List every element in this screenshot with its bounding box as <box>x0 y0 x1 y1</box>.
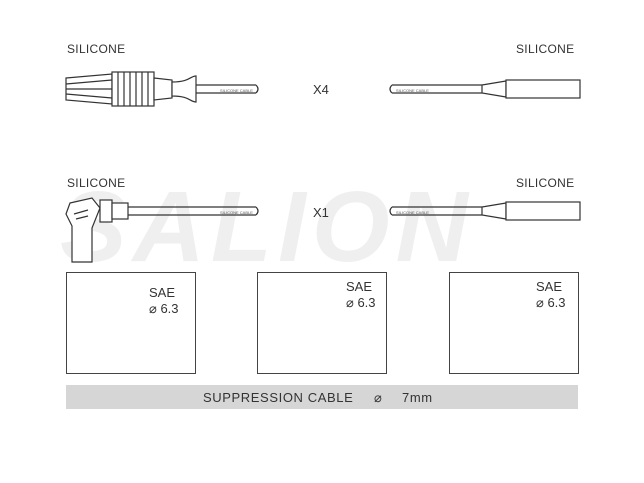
spark-plug-box: SAE ⌀ 6.3 <box>66 272 196 374</box>
coil-connector-icon <box>389 201 581 221</box>
cable-print-2: SILICONE CABLE <box>396 88 429 93</box>
row1-right-label: SILICONE <box>516 42 575 56</box>
straight-coil-connector-icon <box>389 79 581 99</box>
box1-size: ⌀ 6.3 <box>149 301 179 316</box>
row2-right-label: SILICONE <box>516 176 575 190</box>
footer-label: SUPPRESSION CABLE <box>203 390 354 405</box>
cable-print-4: SILICONE CABLE <box>396 210 429 215</box>
box3-size: ⌀ 6.3 <box>536 295 566 310</box>
diameter-symbol: ⌀ <box>374 390 383 405</box>
cable-print-3: SILICONE CABLE <box>220 210 253 215</box>
row1-left-label: SILICONE <box>67 42 126 56</box>
row1-quantity: X4 <box>313 82 329 97</box>
watermark: SALION <box>60 171 474 283</box>
straight-spark-plug-boot-icon <box>65 71 259 107</box>
box2-size: ⌀ 6.3 <box>346 295 376 310</box>
angled-spark-plug-boot-icon <box>65 197 259 263</box>
distributor-towers-box: SAE ⌀ 6.3 <box>449 272 579 374</box>
box3-standard: SAE <box>536 279 563 294</box>
row2-quantity: X1 <box>313 205 329 220</box>
box2-standard: SAE <box>346 279 373 294</box>
distributor-box: SAE ⌀ 6.3 <box>257 272 387 374</box>
box1-standard: SAE <box>149 285 176 300</box>
row2-left-label: SILICONE <box>67 176 126 190</box>
cable-print-1: SILICONE CABLE <box>220 88 253 93</box>
suppression-cable-bar: SUPPRESSION CABLE ⌀ 7mm <box>66 385 578 409</box>
footer-value: 7mm <box>402 390 433 405</box>
